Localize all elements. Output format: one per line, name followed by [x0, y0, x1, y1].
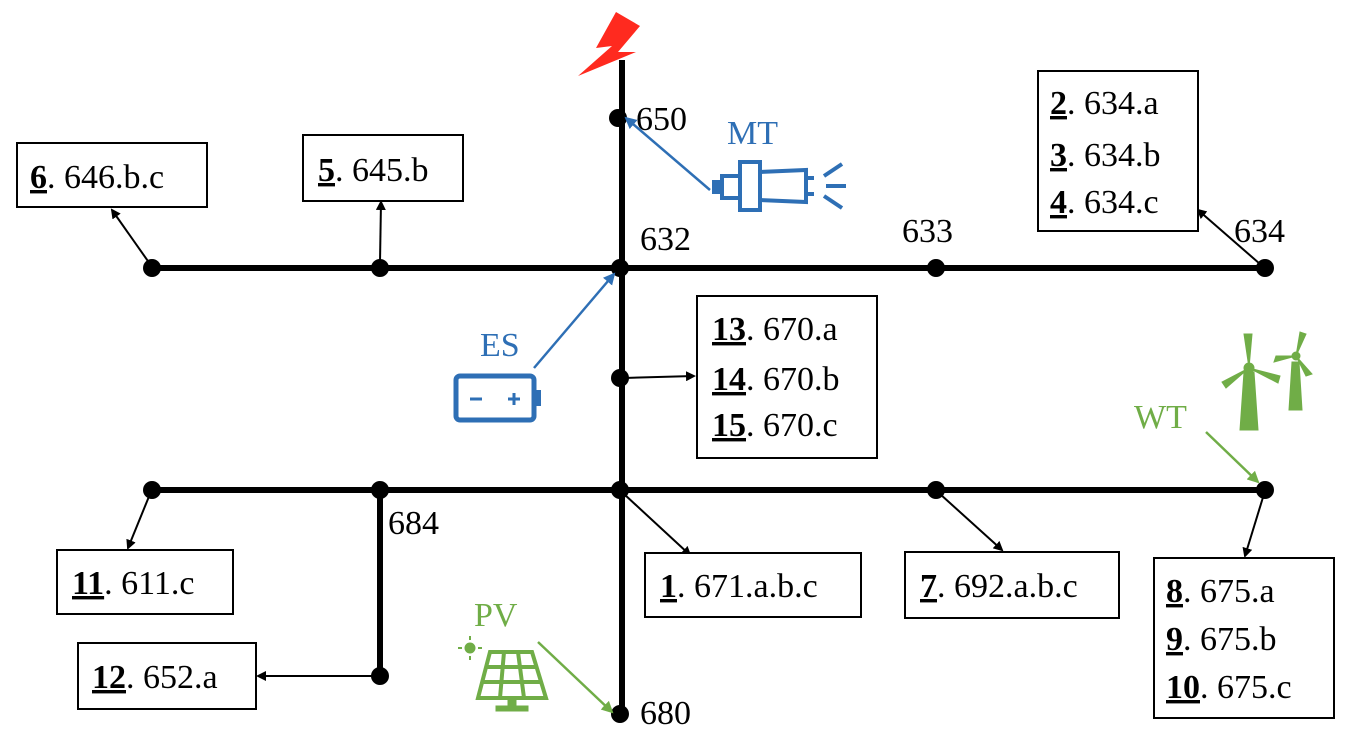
- svg-text:1. 671.a.b.c: 1. 671.a.b.c: [660, 568, 818, 605]
- load-text: . 671.a.b.c: [677, 568, 818, 605]
- node-label-684: 684: [388, 505, 439, 542]
- load-text: . 675.b: [1183, 621, 1277, 658]
- load-num: 13: [712, 311, 746, 348]
- node-646: [143, 259, 161, 277]
- node-650: [609, 109, 627, 127]
- load-box-652: 12. 652.a: [77, 642, 257, 710]
- load-box-670: 13. 670.a 14. 670.b 15. 670.c: [696, 295, 878, 459]
- node-645: [371, 259, 389, 277]
- load-num: 12: [92, 659, 126, 696]
- node-684: [371, 481, 389, 499]
- microturbine-icon: [712, 160, 846, 212]
- wt-arrow: [1205, 431, 1260, 484]
- load-num: 7: [920, 568, 937, 605]
- load-box-611: 11. 611.c: [56, 549, 234, 615]
- load-text: . 675.a: [1183, 573, 1275, 610]
- load-num: 6: [30, 159, 47, 196]
- arrow-675: [1242, 493, 1265, 558]
- es-label: ES: [480, 327, 520, 364]
- arrow-670: [623, 371, 696, 382]
- svg-text:7. 692.a.b.c: 7. 692.a.b.c: [920, 568, 1078, 605]
- node-label-634: 634: [1234, 213, 1285, 250]
- load-box-646: 6. 646.b.c: [16, 142, 208, 208]
- es-arrow: [533, 272, 616, 369]
- svg-text:5. 645.b: 5. 645.b: [318, 152, 429, 189]
- load-num: 9: [1166, 621, 1183, 658]
- svg-text:8. 675.a: 8. 675.a: [1166, 573, 1275, 610]
- node-label-650: 650: [636, 101, 687, 138]
- arrow-634: [1196, 208, 1261, 265]
- svg-text:9. 675.b: 9. 675.b: [1166, 621, 1277, 658]
- load-box-692: 7. 692.a.b.c: [904, 551, 1120, 619]
- svg-text:11. 611.c: 11. 611.c: [72, 565, 194, 602]
- load-text: . 670.b: [746, 361, 840, 398]
- load-num: 5: [318, 152, 335, 189]
- svg-text:12. 652.a: 12. 652.a: [92, 659, 218, 696]
- load-text: . 652.a: [126, 659, 218, 696]
- load-text: . 634.b: [1067, 137, 1161, 174]
- node-633: [927, 259, 945, 277]
- arrow-645: [375, 200, 386, 263]
- wt-label: WT: [1134, 399, 1187, 436]
- pv-arrow: [537, 641, 614, 714]
- svg-text:13. 670.a: 13. 670.a: [712, 311, 838, 348]
- svg-text:14. 670.b: 14. 670.b: [712, 361, 840, 398]
- load-text: . 646.b.c: [47, 159, 164, 196]
- load-num: 2: [1050, 85, 1067, 122]
- load-text: . 611.c: [104, 565, 194, 602]
- arrow-611: [126, 493, 151, 550]
- load-num: 11: [72, 565, 104, 602]
- load-text: . 675.c: [1200, 669, 1292, 706]
- load-num: 10: [1166, 669, 1200, 706]
- load-box-675: 8. 675.a 9. 675.b 10. 675.c: [1153, 557, 1335, 719]
- lightning-bolt-icon: [578, 12, 640, 76]
- node-652: [371, 667, 389, 685]
- load-num: 14: [712, 361, 746, 398]
- load-text: . 634.a: [1067, 85, 1159, 122]
- node-label-632: 632: [640, 221, 691, 258]
- node-675: [1256, 481, 1274, 499]
- svg-text:15. 670.c: 15. 670.c: [712, 407, 838, 444]
- arrow-646: [110, 208, 151, 265]
- arrow-671: [623, 493, 692, 557]
- load-text: . 634.c: [1067, 184, 1159, 221]
- load-text: . 670.c: [746, 407, 838, 444]
- wind-turbine-icon: [1221, 331, 1313, 431]
- load-num: 8: [1166, 573, 1183, 610]
- svg-text:2. 634.a: 2. 634.a: [1050, 85, 1159, 122]
- load-box-645: 5. 645.b: [302, 134, 464, 202]
- node-label-680: 680: [640, 695, 691, 732]
- mt-arrow: [624, 116, 711, 191]
- svg-text:6. 646.b.c: 6. 646.b.c: [30, 159, 164, 196]
- node-611: [143, 481, 161, 499]
- svg-text:10. 675.c: 10. 675.c: [1166, 669, 1292, 706]
- battery-icon: [453, 373, 541, 423]
- load-num: 3: [1050, 137, 1067, 174]
- load-text: . 645.b: [335, 152, 429, 189]
- solar-panel-icon: [458, 636, 549, 712]
- bus-nodes: [143, 109, 1274, 723]
- node-680: [611, 705, 629, 723]
- arrow-692: [939, 493, 1004, 552]
- svg-text:4. 634.c: 4. 634.c: [1050, 184, 1159, 221]
- pv-label: PV: [474, 597, 518, 634]
- load-num: 4: [1050, 184, 1067, 221]
- load-text: . 692.a.b.c: [937, 568, 1078, 605]
- node-670: [611, 369, 629, 387]
- load-num: 1: [660, 568, 677, 605]
- load-box-634: 2. 634.a 3. 634.b 4. 634.c: [1037, 70, 1199, 232]
- node-label-633: 633: [902, 213, 953, 250]
- load-box-671: 1. 671.a.b.c: [644, 552, 862, 618]
- load-num: 15: [712, 407, 746, 444]
- mt-label: MT: [727, 115, 778, 152]
- load-text: . 670.a: [746, 311, 838, 348]
- node-634: [1256, 259, 1274, 277]
- svg-text:3. 634.b: 3. 634.b: [1050, 137, 1161, 174]
- node-632: [611, 259, 629, 277]
